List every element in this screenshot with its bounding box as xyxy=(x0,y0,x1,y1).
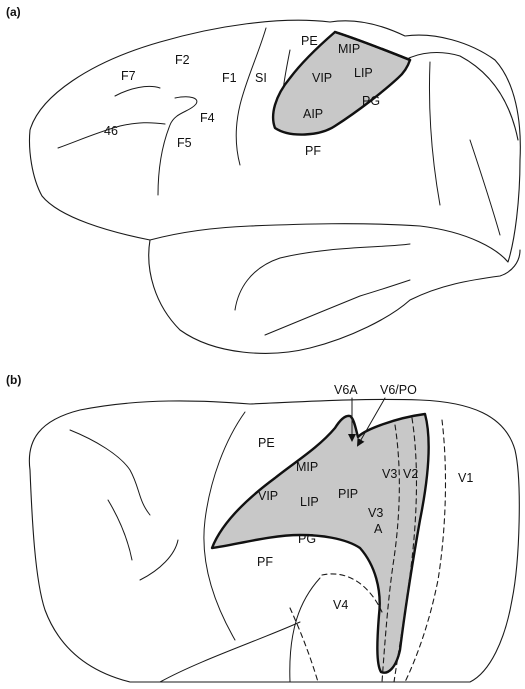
panel-b-v4-lower-boundary xyxy=(290,608,318,682)
label-b-v6po: V6/PO xyxy=(380,383,417,397)
panel-a-occipital-lobe xyxy=(405,53,518,140)
label-b-lip: LIP xyxy=(300,495,319,509)
panel-b-label: (b) xyxy=(6,373,21,387)
label-b-mip: MIP xyxy=(296,460,318,474)
label-a-vip: VIP xyxy=(312,71,332,85)
label-b-v3: V3 xyxy=(382,467,397,481)
label-b-pf: PF xyxy=(257,555,273,569)
panel-b-frontal-sulcus-2 xyxy=(108,500,132,560)
label-a-mip: MIP xyxy=(338,42,360,56)
panel-a-lunate-sulcus xyxy=(429,62,440,205)
label-a-f1: F1 xyxy=(222,71,237,85)
label-b-v4: V4 xyxy=(333,598,348,612)
label-b-v3a-bottom: A xyxy=(374,522,383,536)
panel-b-lateral-sulcus xyxy=(290,578,320,682)
panel-a-temporal-sulcus-2 xyxy=(265,280,410,335)
label-b-pg: PG xyxy=(298,532,316,546)
label-b-v2: V2 xyxy=(403,467,418,481)
panel-b-v4-boundary xyxy=(322,574,382,612)
panel-a-temporal-sulcus-1 xyxy=(235,244,410,310)
label-a-lip: LIP xyxy=(354,66,373,80)
label-a-f2: F2 xyxy=(175,53,190,67)
label-b-pe: PE xyxy=(258,436,275,450)
label-a-aip: AIP xyxy=(303,107,323,121)
label-a-f5: F5 xyxy=(177,136,192,150)
panel-b-frontal-sulcus-1 xyxy=(70,430,150,515)
label-b-v6a: V6A xyxy=(334,383,358,397)
panel-a-occipital-sulcus xyxy=(470,140,500,235)
label-a-pg: PG xyxy=(362,94,380,108)
panel-a-cortex-outline xyxy=(30,20,521,262)
label-a-46: 46 xyxy=(104,124,118,138)
label-b-v3a-top: V3 xyxy=(368,506,383,520)
label-b-pip: PIP xyxy=(338,487,358,501)
panel-a-frontal-sulcus xyxy=(115,86,160,96)
label-b-vip: VIP xyxy=(258,489,278,503)
panel-a-central-sulcus xyxy=(236,28,266,165)
label-a-pf: PF xyxy=(305,144,321,158)
label-a-si: SI xyxy=(255,71,267,85)
label-a-f7: F7 xyxy=(121,69,136,83)
label-a-f4: F4 xyxy=(200,111,215,125)
panel-a-temporal-lobe xyxy=(149,240,520,353)
panel-b-frontal-sulcus-3 xyxy=(140,540,178,580)
panel-b: (b) V6A V6/PO PE MIP VIP LIP xyxy=(6,373,519,682)
label-a-pe: PE xyxy=(301,34,318,48)
label-b-v1: V1 xyxy=(458,471,473,485)
panel-a: (a) PE MIP VIP LIP AIP PG PF F1 SI F2 F7 xyxy=(6,5,520,353)
panel-a-label: (a) xyxy=(6,5,21,19)
